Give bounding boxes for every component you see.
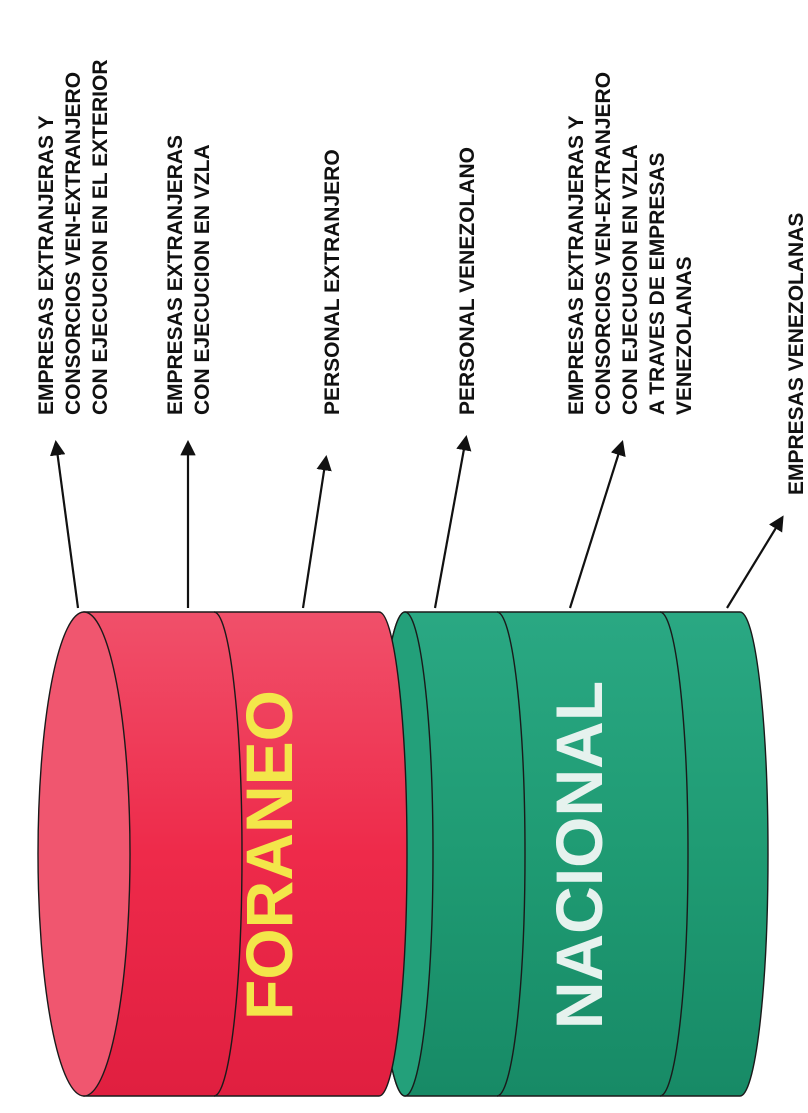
- label-line: EMPRESAS EXTRANJERAS Y: [565, 115, 588, 415]
- arrow-1: [49, 439, 80, 609]
- label-line: CON EJECUCION EN VZLA: [619, 144, 642, 415]
- label-line: CONSORCIOS VEN-EXTRANJERO: [62, 72, 85, 415]
- arrow-6: [726, 515, 784, 609]
- foraneo-cylinder: FORANEO: [37, 611, 408, 1097]
- arrow-3: [301, 454, 332, 609]
- label-line: VENEZOLANAS: [673, 256, 696, 415]
- label-line: PERSONAL EXTRANJERO: [321, 149, 344, 415]
- label-line: CON EJECUCION EN VZLA: [191, 144, 214, 415]
- label-line: CON EJECUCION EN EL EXTERIOR: [89, 59, 112, 415]
- nacional-cylinder: NACIONAL: [376, 611, 769, 1097]
- label-empresas-venezolanas: EMPRESAS VENEZOLANAS: [785, 213, 808, 495]
- nacional-title: NACIONAL: [542, 681, 616, 1029]
- label-line: EMPRESAS VENEZOLANAS: [785, 213, 808, 495]
- label-line: A TRAVES DE EMPRESAS: [646, 152, 669, 415]
- label-personal-venezolano: PERSONAL VENEZOLANO: [456, 147, 479, 415]
- label-line: PERSONAL VENEZOLANO: [456, 147, 479, 415]
- label-personal-extranjero: PERSONAL EXTRANJERO: [321, 149, 344, 415]
- label-line: CONSORCIOS VEN-EXTRANJERO: [592, 72, 615, 415]
- arrow-4: [433, 434, 472, 609]
- arrows: [49, 434, 784, 609]
- nacional-divider-1: [496, 611, 526, 1097]
- label-line: EMPRESAS EXTRANJERAS: [164, 135, 187, 415]
- foraneo-cap: [37, 611, 131, 1097]
- foraneo-title: FORANEO: [232, 690, 306, 1020]
- nacional-divider-2: [659, 611, 689, 1097]
- label-line: EMPRESAS EXTRANJERAS Y: [35, 115, 58, 415]
- foraneo-divider-1: [213, 611, 243, 1097]
- arrow-5: [568, 440, 626, 609]
